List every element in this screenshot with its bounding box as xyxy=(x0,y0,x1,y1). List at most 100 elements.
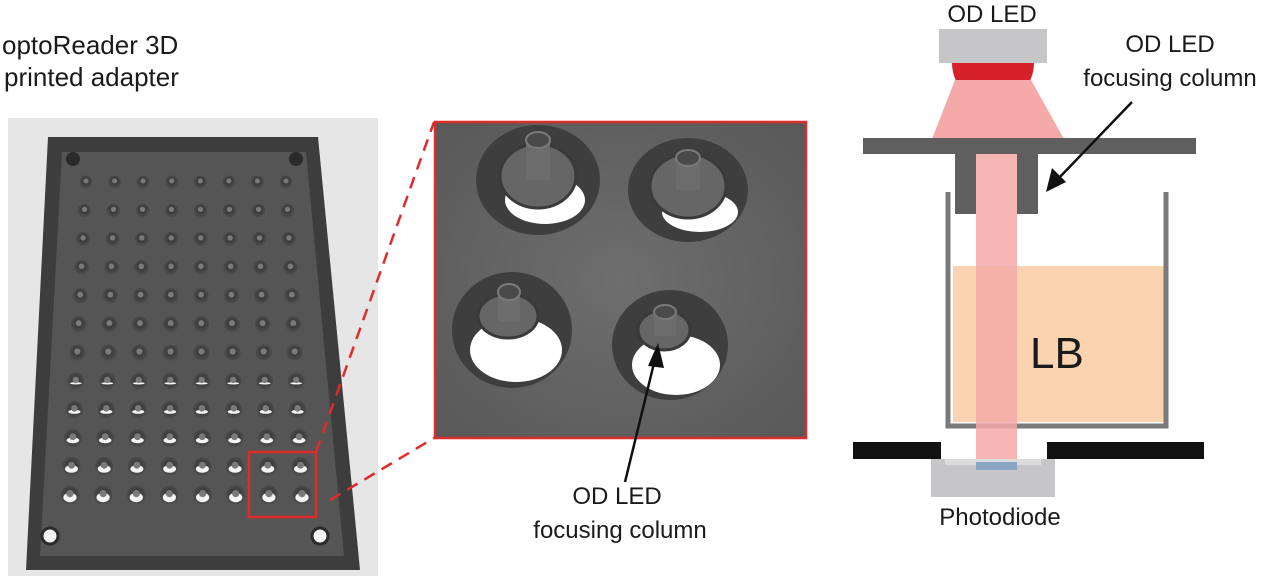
plate-wells xyxy=(60,175,312,505)
plate-focusing-column xyxy=(198,405,206,412)
plate-focusing-column xyxy=(199,490,207,498)
plate-focusing-column xyxy=(166,405,174,412)
column-arrow-line xyxy=(1056,101,1133,181)
plate-focusing-column xyxy=(105,348,112,355)
plate-focusing-column xyxy=(137,291,144,298)
zoom-label-line1: OD LED xyxy=(572,483,661,510)
plate-well-opening xyxy=(227,382,240,385)
plate-focusing-column xyxy=(230,405,238,412)
plate-well-opening xyxy=(260,437,274,444)
plate-well-opening xyxy=(131,437,144,444)
plate-focusing-column xyxy=(284,206,291,212)
column-arrow-head xyxy=(1046,168,1066,192)
plate-focusing-column xyxy=(258,291,265,298)
plate-focusing-column xyxy=(68,461,75,469)
plate-focusing-column xyxy=(168,206,175,212)
plate-well-opening xyxy=(101,382,114,385)
plate-focusing-column xyxy=(71,405,78,412)
plate-well-opening xyxy=(195,409,208,414)
plate-focusing-column xyxy=(231,433,238,441)
plate-focusing-column xyxy=(227,263,234,270)
plate-well-opening xyxy=(164,382,177,385)
plate-well-opening xyxy=(66,437,80,444)
zoom-label-line2: focusing column xyxy=(533,517,706,544)
plate-focusing-column xyxy=(198,348,205,355)
led-housing xyxy=(939,29,1047,63)
plate-well-opening xyxy=(291,409,304,414)
zoom-connector-bottom xyxy=(329,436,435,502)
zoom-well xyxy=(476,125,600,235)
plate-focusing-column xyxy=(167,320,174,327)
plate-well-opening xyxy=(259,409,272,414)
plate-focusing-column xyxy=(288,291,295,298)
column-label-line2: focusing column xyxy=(1083,65,1256,92)
plate-focusing-column xyxy=(264,461,272,469)
plate-focusing-column xyxy=(166,461,174,469)
plate-well-opening xyxy=(228,437,241,444)
plate-focusing-column xyxy=(259,320,266,327)
plate-focusing-column xyxy=(232,490,240,498)
plate-focusing-column xyxy=(298,490,306,498)
plate-focusing-column xyxy=(197,206,204,212)
plate-focusing-column xyxy=(198,320,205,327)
plate-focusing-column xyxy=(228,291,235,298)
zoom-well xyxy=(612,290,728,400)
plate-corner-hole xyxy=(310,526,330,546)
plate-focusing-column xyxy=(261,376,268,384)
plate-well-opening xyxy=(100,409,113,414)
plate-well-opening xyxy=(294,465,307,473)
plate-focusing-column xyxy=(134,433,141,441)
focusing-column-right xyxy=(1017,138,1038,214)
plate-focusing-column xyxy=(255,206,262,212)
plate-focusing-column xyxy=(287,263,294,270)
plate-focusing-column xyxy=(230,376,237,384)
plate-label-line1: optoReader 3D xyxy=(2,30,178,60)
plate-focusing-column xyxy=(99,490,107,498)
base-left xyxy=(853,442,941,459)
plate-corner-pin xyxy=(289,152,303,166)
plate-focusing-column xyxy=(103,405,110,412)
column-label-line1: OD LED xyxy=(1125,31,1214,58)
plate-well-opening xyxy=(132,409,145,414)
led-title: OD LED xyxy=(947,1,1036,28)
plate-focusing-column xyxy=(74,348,81,355)
plate-well-opening xyxy=(68,409,81,414)
plate-focusing-column xyxy=(135,376,142,384)
plate-focusing-column xyxy=(133,461,141,469)
plate-focusing-column xyxy=(168,291,174,298)
light-beam-column xyxy=(976,139,1017,470)
photodiode-label: Photodiode xyxy=(939,504,1060,531)
plate-panel xyxy=(8,118,378,576)
plate-well-opening xyxy=(132,382,145,385)
plate-focusing-column xyxy=(132,490,140,498)
photodiode-sensor xyxy=(976,462,1017,470)
plate-focusing-column xyxy=(139,235,145,241)
plate-focusing-column xyxy=(198,235,204,241)
plate-focusing-column xyxy=(265,490,273,498)
plate-focusing-column xyxy=(229,348,236,355)
plate-focusing-column xyxy=(297,461,304,469)
plate-well-opening xyxy=(292,437,306,444)
schematic-panel: OD LED LB Photodiode OD LED focusing col… xyxy=(853,1,1257,531)
plate-focusing-column xyxy=(104,376,111,384)
plate-well-opening xyxy=(97,465,111,473)
plate-focusing-column xyxy=(286,235,292,241)
plate-well-opening xyxy=(163,437,177,444)
plate-focusing-column xyxy=(72,376,80,384)
plate-focusing-column xyxy=(109,235,116,241)
plate-well-opening xyxy=(65,465,78,473)
plate-well-opening xyxy=(261,465,275,473)
plate-focusing-column xyxy=(112,178,118,184)
plate-focusing-column xyxy=(77,291,84,298)
plate-well-opening xyxy=(227,409,240,414)
plate-focusing-column xyxy=(197,178,203,184)
plate-focusing-column xyxy=(257,263,264,270)
plate-focusing-column xyxy=(100,461,108,469)
plate-focusing-column xyxy=(168,263,174,270)
zoom-panel xyxy=(433,120,808,440)
plate-focusing-column xyxy=(198,291,205,298)
plate-well-opening xyxy=(98,437,112,444)
plate-focusing-column xyxy=(291,348,298,355)
plate-focusing-column xyxy=(283,178,289,184)
plate-focusing-column xyxy=(165,490,173,498)
